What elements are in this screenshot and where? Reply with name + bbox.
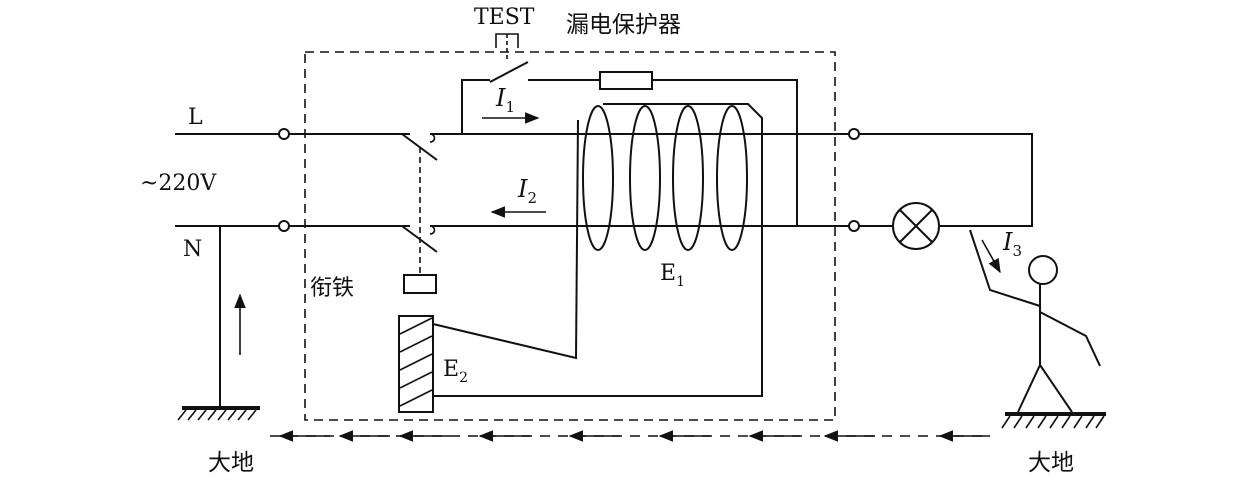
line-l-label: L	[188, 105, 203, 130]
lamp-cross-circle	[892, 202, 940, 250]
ground-hatch	[177, 406, 260, 421]
terminal-circle	[278, 220, 290, 232]
ground-left-label: 大地	[208, 450, 254, 476]
armature-block	[403, 274, 437, 294]
main-switch	[401, 133, 438, 275]
line-n-label: N	[183, 237, 202, 262]
sense-wire	[433, 103, 763, 397]
i1-label: I1	[495, 84, 515, 116]
ground-right-label: 大地	[1028, 450, 1074, 476]
l-line	[175, 133, 1033, 227]
i3-arrow	[981, 239, 1001, 274]
resistor-box	[599, 71, 653, 90]
test-label: TEST	[474, 5, 535, 30]
device-title: 漏电保护器	[566, 12, 681, 38]
armature-label: 衔铁	[310, 276, 354, 301]
terminal-circle	[278, 128, 290, 140]
solenoid-coil	[398, 315, 434, 413]
terminal-circle	[848, 220, 860, 232]
test-button[interactable]	[489, 33, 529, 83]
sense-wire	[432, 119, 579, 360]
ground-hatch	[1001, 412, 1106, 429]
e1-label: E1	[660, 261, 685, 290]
stick-figure-person	[969, 229, 1101, 413]
test-circuit-wire	[461, 79, 798, 226]
toroid-winding	[582, 105, 748, 251]
protector-boundary	[304, 51, 836, 421]
i3-label: I3	[1002, 228, 1022, 260]
i2-label: I2	[517, 175, 537, 207]
terminal-circle	[848, 128, 860, 140]
e2-label: E2	[443, 357, 468, 386]
voltage-label: ~220V	[140, 171, 217, 196]
